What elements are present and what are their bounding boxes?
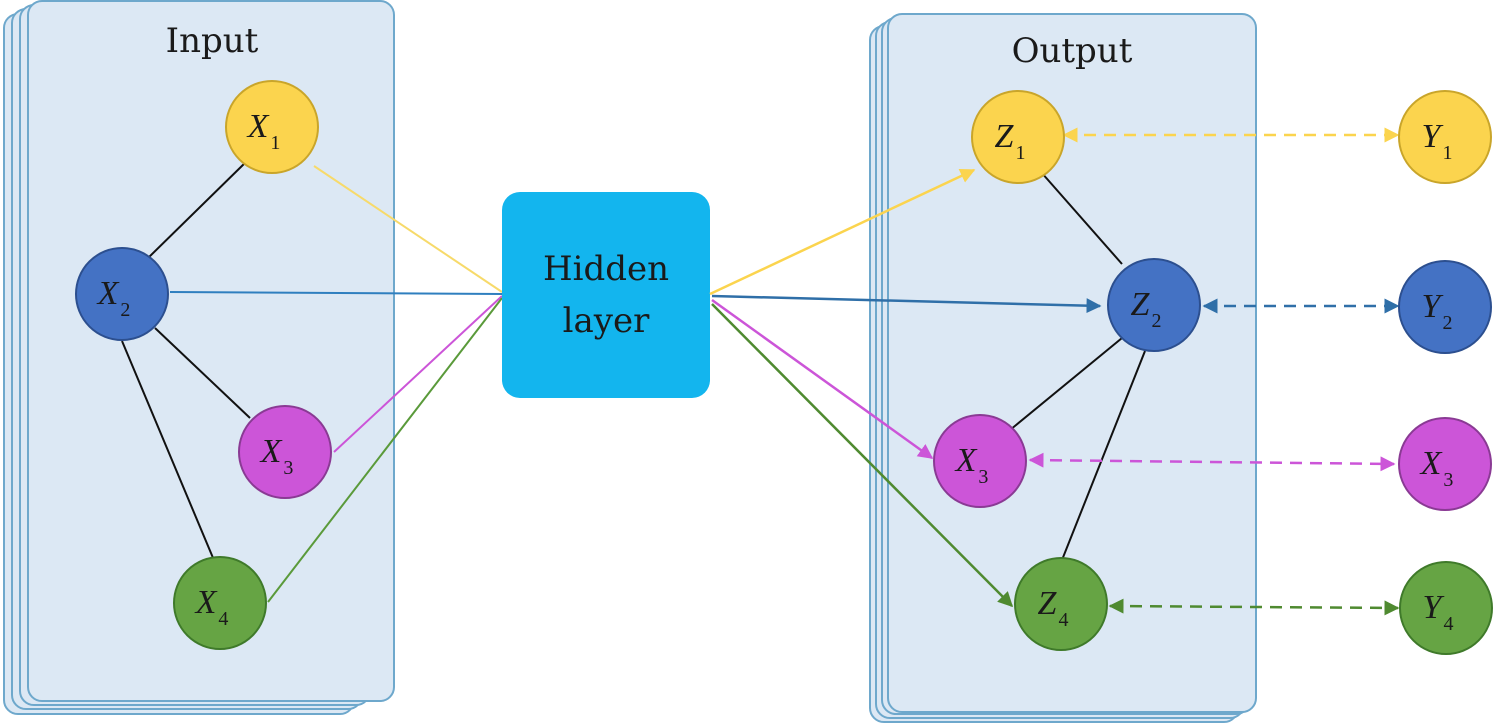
node-x3-letter: X [259, 433, 283, 470]
edge-hidden-z2 [711, 294, 1102, 314]
input-graph-edges [121, 159, 251, 566]
node-z1-circle [971, 90, 1065, 184]
hidden-layer-label-line2: layer [563, 301, 650, 341]
node-y3-subscript: 3 [1443, 469, 1453, 491]
edge-x2-x3 [154, 327, 251, 419]
node-z4-circle [1014, 557, 1108, 651]
node-x4-letter: X [194, 584, 218, 621]
node-y4-circle [1399, 561, 1493, 655]
node-z4-letter: Z [1038, 585, 1058, 622]
edge-z1-z2 [1040, 171, 1123, 265]
node-x2-subscript: 2 [120, 299, 130, 321]
edge-hidden-z4 [711, 303, 1014, 608]
reconstruction-arrows [1028, 127, 1400, 616]
node-x2-letter: X [96, 275, 120, 312]
output-panel-title: Output [1012, 31, 1133, 71]
node-z2-letter: Z [1131, 286, 1151, 323]
node-y2-circle [1398, 260, 1492, 354]
node-y1-subscript: 1 [1442, 142, 1452, 164]
edge-x3-hidden [333, 295, 503, 453]
edge-x1-hidden [313, 165, 503, 293]
edge-z2-z3 [1009, 337, 1123, 431]
edge-hidden-z3 [711, 298, 934, 460]
compare-z4-y4 [1108, 598, 1400, 616]
decoder-connections [709, 168, 1102, 608]
output-panel: Output [869, 13, 1257, 723]
node-y4-letter: Y [1423, 589, 1445, 626]
node-x2-circle [75, 247, 169, 341]
node-y4-subscript: 4 [1443, 613, 1453, 635]
node-x1-subscript: 1 [270, 132, 280, 154]
node-y3-letter: X [1419, 445, 1443, 482]
hidden-layer: Hidden layer [502, 192, 710, 398]
compare-z3-y3 [1028, 452, 1396, 472]
input-panel-title: Input [166, 21, 259, 61]
node-y2-letter: Y [1422, 288, 1444, 325]
node-x1-circle [225, 80, 319, 174]
node-z1-letter: Z [995, 118, 1015, 155]
node-y1-circle [1398, 90, 1492, 184]
hidden-layer-label-line1: Hidden [543, 249, 669, 289]
node-x3-subscript: 3 [283, 457, 293, 479]
node-y3-circle [1398, 417, 1492, 511]
edge-x1-x2 [145, 159, 249, 261]
node-x3-circle [238, 405, 332, 499]
node-z3-subscript: 3 [978, 466, 988, 488]
node-z3-letter: X [954, 442, 978, 479]
encoder-connections [169, 165, 503, 603]
node-z4-subscript: 4 [1058, 609, 1068, 631]
edge-x2-hidden [169, 291, 503, 295]
node-x4-circle [173, 556, 267, 650]
edge-x4-hidden [267, 297, 503, 603]
edge-hidden-z1 [709, 168, 976, 296]
node-z2-circle [1107, 258, 1201, 352]
node-z3-circle [933, 414, 1027, 508]
node-z1-subscript: 1 [1015, 142, 1025, 164]
node-y1-letter: Y [1422, 118, 1444, 155]
node-y2-subscript: 2 [1442, 312, 1452, 334]
edge-x2-x4 [121, 340, 217, 566]
node-x4-subscript: 4 [218, 608, 228, 630]
node-z2-subscript: 2 [1151, 310, 1161, 332]
node-x1-letter: X [246, 108, 270, 145]
